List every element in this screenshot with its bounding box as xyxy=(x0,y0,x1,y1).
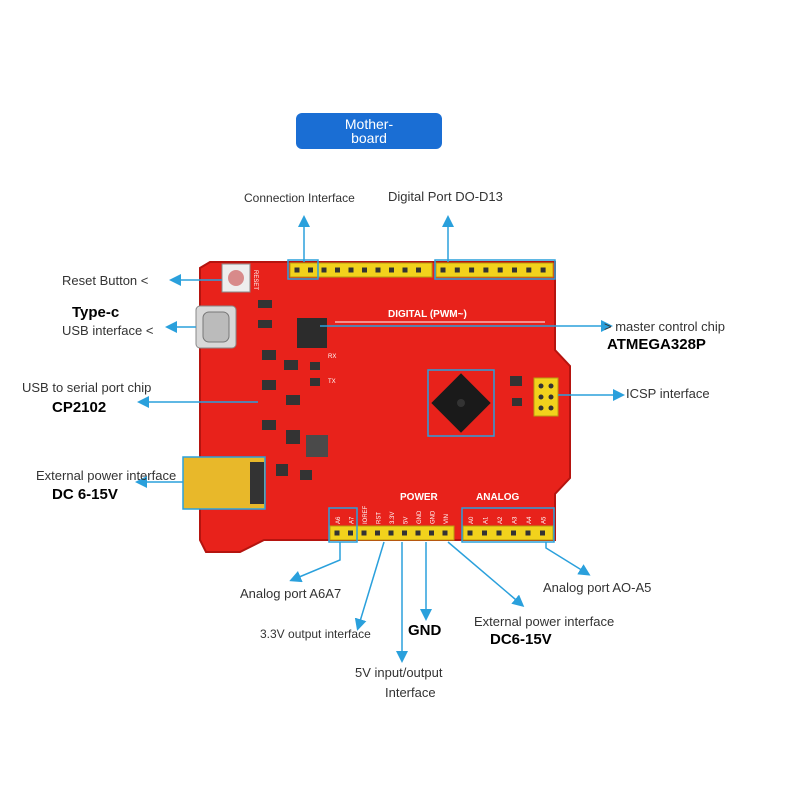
power-pin-label: GND xyxy=(431,510,437,524)
label-ext-power-right-spec: DC6-15V xyxy=(490,631,552,648)
power-pin-label: GND xyxy=(417,510,423,524)
top-pin-hole xyxy=(308,267,313,273)
top-pin-hole xyxy=(454,267,460,273)
top-pin-hole xyxy=(440,267,446,273)
cp2102-chip xyxy=(297,318,327,348)
callout-arrows xyxy=(135,215,625,663)
top-pin-hole xyxy=(526,267,532,273)
power-pin-hole xyxy=(348,530,353,536)
label-usb-serial-model: CP2102 xyxy=(52,399,107,416)
label-gnd: GND xyxy=(408,622,442,639)
power-silk: POWER xyxy=(400,492,439,503)
label-usb-serial-chip: USB to serial port chip xyxy=(22,380,152,395)
digital-highlight xyxy=(434,259,556,280)
top-header-left xyxy=(289,262,433,278)
top-pin-hole xyxy=(294,267,300,273)
label-reset-button: Reset Button < xyxy=(62,273,149,288)
reset-silk: RESET xyxy=(252,270,258,290)
power-pin-hole xyxy=(429,530,434,536)
power-pin-hole xyxy=(334,530,340,536)
analog-pin-label: A5 xyxy=(542,516,548,524)
icsp-header xyxy=(533,377,559,417)
power-pin-hole xyxy=(375,530,380,536)
label-type-c: Type-c xyxy=(72,304,120,321)
label-analog-a6a7: Analog port A6A7 xyxy=(240,586,342,601)
analog-a6a7-highlight xyxy=(328,507,358,543)
power-pin-hole xyxy=(388,530,394,536)
bottom-pin-labels: A6 A7 IOREF RST 3.3V 5V GND GND VIN A0 A1 A2 A3 A4 A5 xyxy=(336,505,548,524)
tx-silk: TX xyxy=(328,379,336,385)
analog-pin-hole xyxy=(511,530,516,536)
label-ext-power-left: External power interface xyxy=(36,468,177,483)
label-ext-power-left-spec: DC 6-15V xyxy=(52,486,118,503)
top-pin-hole xyxy=(497,267,503,273)
power-pin-hole xyxy=(442,530,448,536)
analog-pin-hole xyxy=(482,530,487,536)
label-connection-interface: Connection Interface xyxy=(244,191,355,205)
top-header-pins xyxy=(294,267,546,273)
label-5v-line1: 5V input/output xyxy=(355,665,443,680)
power-pin-label: 5V xyxy=(404,517,410,524)
analog-header xyxy=(462,525,554,541)
top-pin-hole xyxy=(540,267,546,273)
smd-components xyxy=(258,300,522,480)
top-pin-hole xyxy=(512,267,517,273)
analog-pin-hole xyxy=(540,530,545,536)
connection-highlight xyxy=(287,259,319,280)
top-pin-hole xyxy=(469,267,475,273)
top-pin-hole xyxy=(483,267,489,273)
power-pin-label: IOREF xyxy=(363,505,369,524)
analog-pin-label: A3 xyxy=(513,516,519,524)
bottom-header-pins xyxy=(334,530,545,536)
power-pin-label: RST xyxy=(377,512,383,524)
title-badge: Mother-board xyxy=(296,113,442,149)
label-digital-port: Digital Port DO-D13 xyxy=(388,189,503,204)
reset-button xyxy=(221,263,251,293)
usb-c-port xyxy=(195,305,237,349)
power-pin-hole xyxy=(402,530,407,536)
top-pin-hole xyxy=(402,267,408,273)
label-master-chip: > master control chip xyxy=(604,319,726,334)
label-icsp: ICSP interface xyxy=(626,386,710,401)
analog-pin-hole xyxy=(525,530,531,536)
top-pin-hole xyxy=(389,267,394,273)
analog-pin-hole xyxy=(467,530,473,536)
top-pin-hole xyxy=(348,267,354,273)
label-usb-interface: USB interface < xyxy=(62,323,154,338)
top-pin-hole xyxy=(321,267,327,273)
pcb-board xyxy=(199,261,571,553)
dc-jack xyxy=(182,456,266,510)
power-pin-hole xyxy=(361,530,367,536)
top-pin-hole xyxy=(335,267,340,273)
top-header-right xyxy=(435,262,554,278)
label-ext-power-right: External power interface xyxy=(474,614,615,629)
atmega-chip xyxy=(427,369,495,437)
digital-silk: DIGITAL (PWM~) xyxy=(388,309,467,320)
power-pin-label: A7 xyxy=(350,516,356,524)
analog-a0a5-highlight xyxy=(461,507,555,543)
analog-pin-label: A2 xyxy=(498,516,504,524)
top-pin-hole xyxy=(362,267,367,273)
power-pin-label: VIN xyxy=(444,514,450,524)
analog-silk: ANALOG xyxy=(476,492,520,503)
analog-pin-label: A0 xyxy=(469,516,475,524)
analog-pin-label: A1 xyxy=(484,516,490,524)
analog-pin-hole xyxy=(496,530,502,536)
power-pin-label: 3.3V xyxy=(390,512,396,524)
analog-pin-label: A4 xyxy=(527,516,533,524)
power-pin-hole xyxy=(415,530,421,536)
top-pin-hole xyxy=(416,267,421,273)
label-5v-line2: Interface xyxy=(385,685,436,700)
power-pin-label: A6 xyxy=(336,516,342,524)
title-text: Mother-board xyxy=(344,116,394,146)
label-analog-a0a5: Analog port AO-A5 xyxy=(543,580,652,595)
label-3v3: 3.3V output interface xyxy=(260,627,371,641)
rx-silk: RX xyxy=(328,354,336,360)
label-master-chip-model: ATMEGA328P xyxy=(607,336,706,353)
top-pin-hole xyxy=(375,267,381,273)
